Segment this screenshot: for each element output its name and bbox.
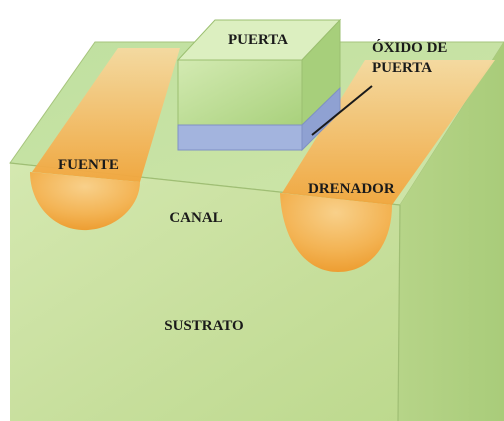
gate-oxide-label-line2: PUERTA <box>372 60 432 76</box>
oxide-leader-line <box>311 85 373 136</box>
source-region-top <box>32 48 180 182</box>
gate-front-face <box>177 59 303 126</box>
gate-label: PUERTA <box>228 32 288 48</box>
drain-region-front <box>280 193 392 272</box>
source-label: FUENTE <box>58 157 119 173</box>
substrate-label: SUSTRATO <box>164 318 243 334</box>
gate-oxide-label-line1: ÓXIDO DE <box>372 39 447 56</box>
channel-label: CANAL <box>169 210 222 226</box>
substrate-side-face <box>398 42 504 421</box>
gate-oxide-front <box>177 124 303 151</box>
source-region-front <box>30 172 140 231</box>
drain-label: DRENADOR <box>308 181 395 197</box>
drain-region-top <box>282 60 495 205</box>
